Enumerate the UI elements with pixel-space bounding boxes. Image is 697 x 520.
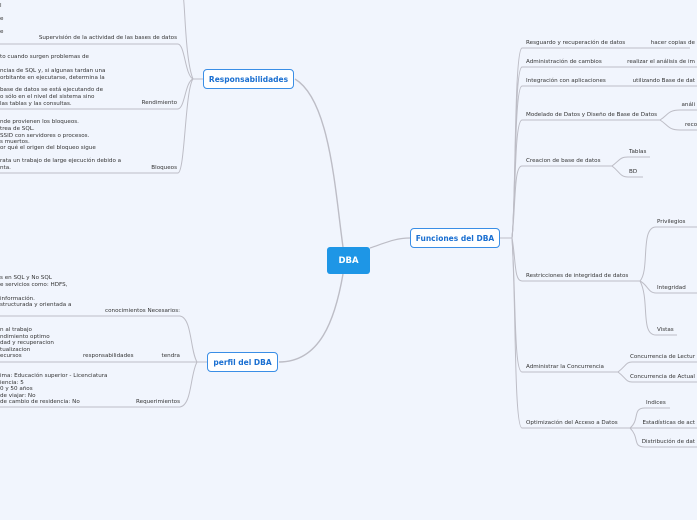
- node-responsabilidades[interactable]: Responsabilidades: [203, 69, 294, 89]
- text-line: 0 y 50 años: [0, 386, 33, 392]
- text-line: de viajar: No: [0, 393, 36, 399]
- node-perfil[interactable]: perfil del DBA: [207, 352, 278, 372]
- topic-optimizacion[interactable]: Optimización del Acceso a Datos: [526, 420, 618, 426]
- subtopic[interactable]: Integridad: [657, 285, 686, 291]
- text-line: nta.: [0, 165, 11, 171]
- subtopic[interactable]: Vistas: [657, 327, 674, 333]
- text-line: rata un trabajo de large ejecución debid…: [0, 158, 122, 164]
- text-line: SSID con servidores o procesos.: [0, 133, 90, 139]
- topic-administracion-cambios[interactable]: Administración de cambios: [526, 59, 602, 65]
- text-line: s muertos.: [0, 139, 30, 145]
- text-line: trea de SQL.: [0, 126, 35, 132]
- subtopic[interactable]: Concurrencia de Lectur: [628, 354, 695, 361]
- topic-supervision[interactable]: Supervisión de la actividad de las bases…: [38, 35, 177, 41]
- node-funciones[interactable]: Funciones del DBA: [410, 228, 500, 248]
- text-line: e servicios como: HDFS,: [0, 282, 68, 288]
- text-line: orbitante en ejecutarse, determina la: [0, 75, 105, 81]
- topic-rendimiento[interactable]: Rendimiento: [141, 100, 177, 106]
- subtopic[interactable]: Indices: [646, 400, 666, 406]
- topic-requerimientos[interactable]: Requerimientos: [136, 399, 180, 405]
- subtopic[interactable]: utilizando Base de dat: [631, 78, 695, 85]
- subtopic[interactable]: Distribución de dat: [640, 439, 695, 446]
- text-line: nde provienen los bloqueos.: [0, 119, 79, 125]
- topic-bloqueos[interactable]: Bloqueos: [151, 165, 177, 171]
- topic-conocimientos[interactable]: conocimientos Necesarios:: [105, 308, 180, 314]
- text-line: ima: Educación superior - Licenciatura: [0, 373, 108, 379]
- text-line: ncias de SQL y, si algunas tardan una: [0, 68, 106, 74]
- subtopic[interactable]: BD: [629, 169, 638, 175]
- text-line: o sólo en el nivel del sistema sino: [0, 94, 95, 100]
- text-line: ndimiento optimo: [0, 334, 50, 340]
- topic-resguardo[interactable]: Resguardo y recuperación de datos: [526, 40, 626, 46]
- subtopic[interactable]: reco: [685, 122, 697, 128]
- topic-concurrencia[interactable]: Administrar la Concurrencia: [526, 364, 604, 370]
- subtopic[interactable]: hacer copias de: [649, 40, 695, 47]
- text-line: de cambio de residencia: No: [0, 399, 80, 405]
- topic-creacion[interactable]: Creacion de base de datos: [526, 158, 601, 164]
- topic-restricciones[interactable]: Restricciones de integridad de datos: [526, 273, 629, 279]
- text-line: e: [0, 16, 4, 22]
- subtopic[interactable]: realizar el análisis de im: [626, 59, 695, 66]
- text-line: ecursos: [0, 353, 22, 359]
- text-line: s en SQL y No SQL: [0, 275, 52, 281]
- subtopic[interactable]: Concurrencia de Actual: [629, 374, 695, 381]
- text-line: tualizacion: [0, 347, 31, 353]
- text-line: información.: [0, 296, 35, 302]
- subtopic[interactable]: Estadísticas de act: [641, 420, 695, 427]
- subtopic[interactable]: Tablas: [629, 149, 647, 155]
- topic-tendra[interactable]: tendra: [161, 353, 180, 359]
- text-line: e: [0, 29, 4, 35]
- subtopic[interactable]: Privilegios: [657, 219, 686, 225]
- text-line: to cuando surgen problemas de: [0, 54, 89, 60]
- text-line: structurada y orientada a: [0, 302, 72, 308]
- root-node[interactable]: DBA: [327, 247, 370, 274]
- topic-modelado[interactable]: Modelado de Datos y Diseño de Base de Da…: [526, 112, 658, 118]
- topic-integracion[interactable]: Integración con aplicaciones: [526, 78, 606, 84]
- text-line: las tablas y las consultas.: [0, 101, 72, 107]
- topic-responsabilidades-sub[interactable]: responsabilidades: [83, 353, 134, 359]
- text-line: l: [0, 3, 2, 9]
- text-line: n al trabajo: [0, 327, 32, 333]
- text-line: iencia: 5: [0, 380, 24, 386]
- text-line: or qué el origen del bloqueo sigue: [0, 145, 96, 151]
- subtopic[interactable]: análi: [680, 102, 695, 109]
- text-line: base de datos se está ejecutando de: [0, 87, 104, 93]
- text-line: dad y recuperacion: [0, 340, 54, 346]
